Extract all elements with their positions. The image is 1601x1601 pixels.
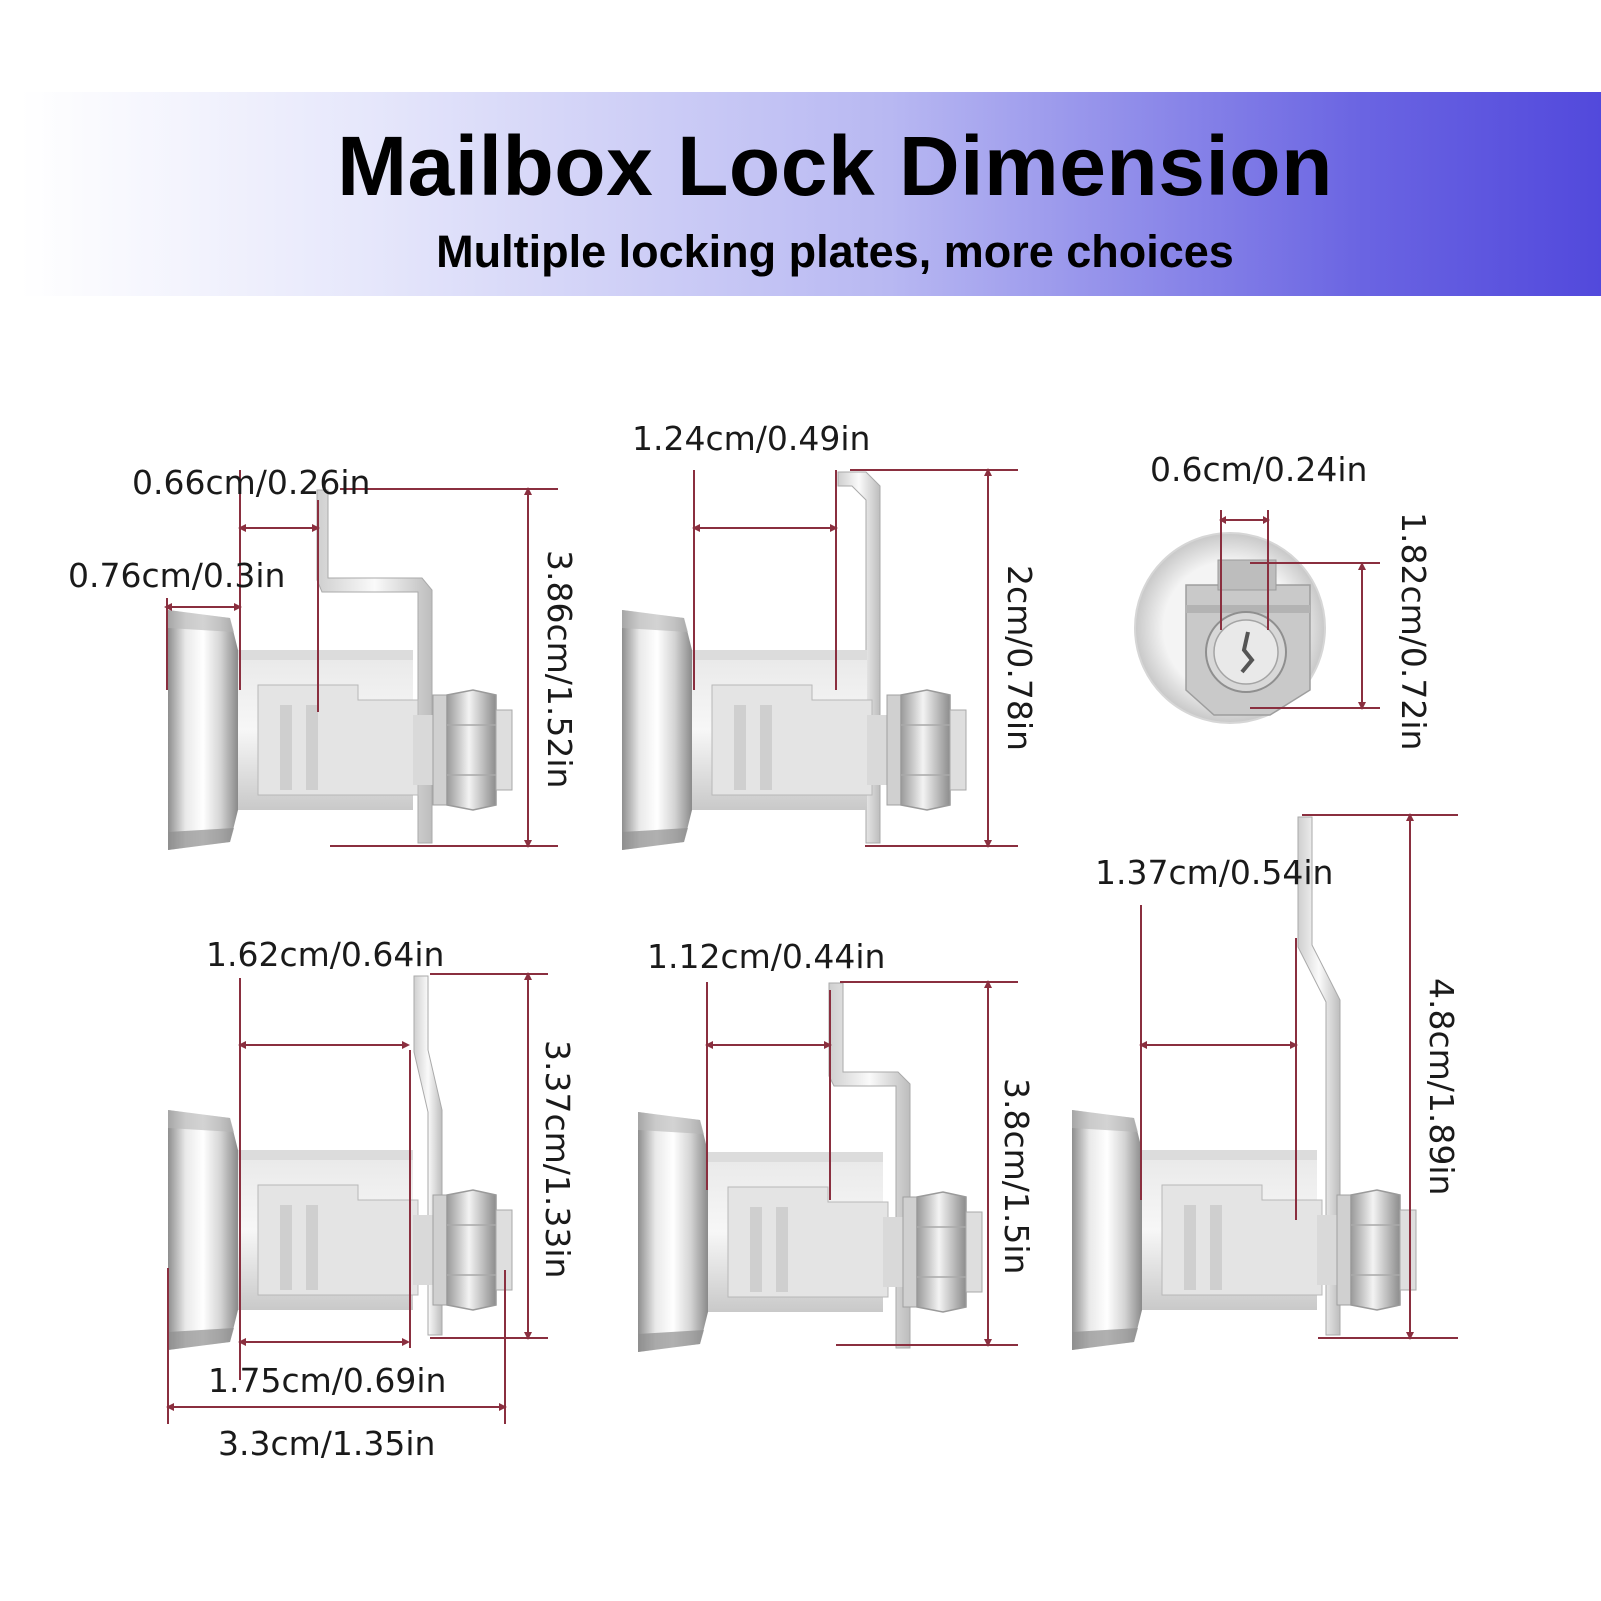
lock-5-cylinder: [637, 1111, 983, 1353]
lock-2-cam-offset-label: 1.24cm/0.49in: [632, 419, 870, 458]
lock-6-cam-plate: [1297, 816, 1341, 1336]
page-subtitle: Multiple locking plates, more choices: [436, 226, 1234, 277]
header-banner: [20, 92, 1601, 296]
lock-6-height-label: 4.8cm/1.89in: [1422, 978, 1461, 1195]
lock-5-cam-plate: [828, 982, 911, 1349]
lock-1-cylinder: [167, 609, 513, 851]
lock-3-keyway-height-label: 1.82cm/0.72in: [1394, 512, 1433, 750]
lock-1-height-label: 3.86cm/1.52in: [540, 550, 579, 788]
lock-4-body-length-label: 1.75cm/0.69in: [208, 1361, 446, 1400]
lock-6-cam-offset-label: 1.37cm/0.54in: [1095, 853, 1333, 892]
lock-6: 1.37cm/0.54in 4.8cm/1.89in: [1071, 813, 1461, 1351]
lock-1-cam-offset-label: 0.66cm/0.26in: [132, 463, 370, 502]
lock-5-height-label: 3.8cm/1.5in: [997, 1078, 1036, 1274]
page-title: Mailbox Lock Dimension: [337, 119, 1333, 213]
lock-4-overall-length-label: 3.3cm/1.35in: [218, 1424, 435, 1463]
lock-2-height-label: 2cm/0.78in: [1000, 565, 1039, 751]
lock-4-cam-offset-label: 1.62cm/0.64in: [206, 935, 444, 974]
lock-1: 0.66cm/0.26in 0.76cm/0.3in 3.86cm/1.52in: [68, 463, 579, 851]
lock-3-front-view: 0.6cm/0.24in 1.82cm/0.72in: [1134, 450, 1433, 750]
lock-4-cylinder: [167, 1109, 513, 1351]
lock-6-cylinder: [1071, 1109, 1417, 1351]
lock-2: 1.24cm/0.49in 2cm/0.78in: [621, 419, 1039, 851]
lock-4: 1.62cm/0.64in 3.37cm/1.33in 1.75cm/0.69i…: [166, 935, 577, 1463]
lock-5-cam-offset-label: 1.12cm/0.44in: [647, 937, 885, 976]
lock-3-keyway-width-label: 0.6cm/0.24in: [1150, 450, 1367, 489]
lock-1-cam-plate: [316, 489, 433, 844]
lock-1-face-thickness-label: 0.76cm/0.3in: [68, 556, 285, 595]
lock-4-height-label: 3.37cm/1.33in: [538, 1040, 577, 1278]
lock-2-cylinder: [621, 609, 967, 851]
lock-5: 1.12cm/0.44in 3.8cm/1.5in: [637, 937, 1036, 1353]
